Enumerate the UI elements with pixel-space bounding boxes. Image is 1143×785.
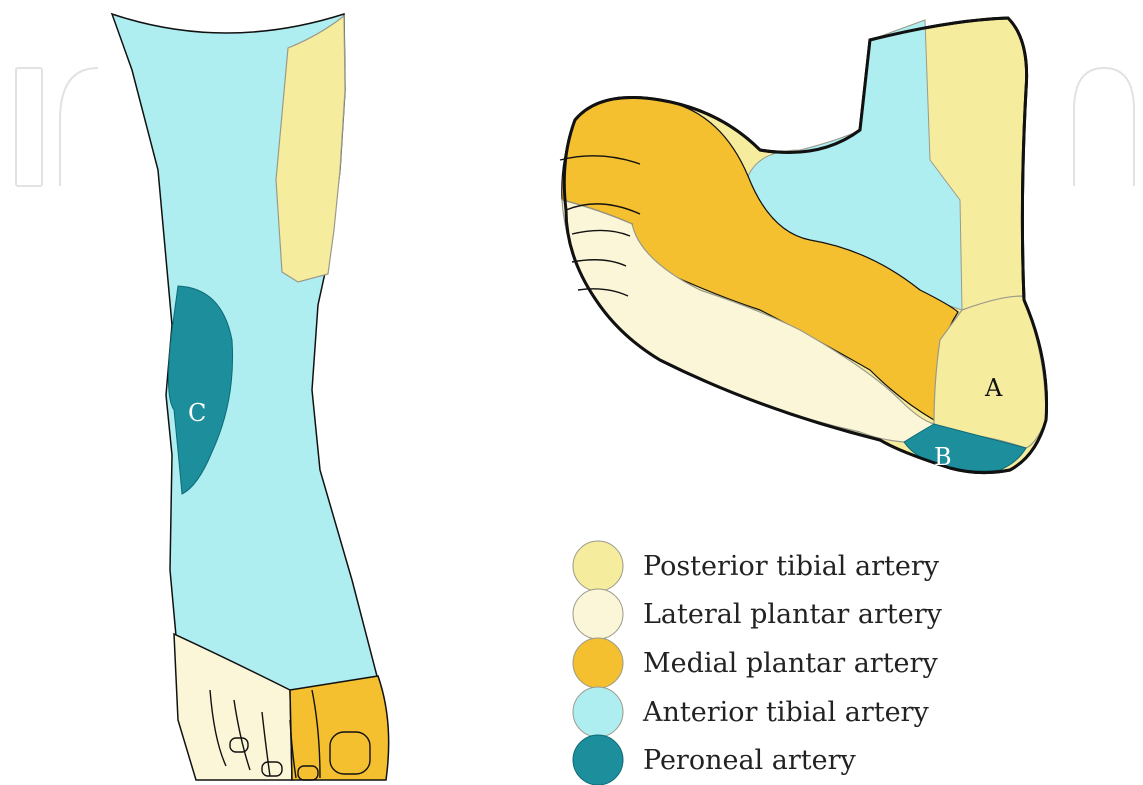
legend-label-peroneal: Peroneal artery [643,745,857,776]
legend-swatch-posterior-tibial [573,541,623,591]
legend-swatch-anterior-tibial [573,687,623,737]
legend-swatch-lateral-plantar [573,589,623,639]
label-a: A [984,374,1003,402]
legend-item-peroneal: Peroneal artery [573,735,857,785]
plantar-view: A B [560,18,1047,473]
legend-item-anterior-tibial: Anterior tibial artery [573,687,929,737]
legend-item-lateral-plantar: Lateral plantar artery [573,589,943,639]
legend-label-medial-plantar: Medial plantar artery [643,648,938,679]
label-b: B [934,443,952,471]
legend: Posterior tibial artery Lateral plantar … [573,541,943,785]
legend-swatch-medial-plantar [573,638,623,688]
legend-label-anterior-tibial: Anterior tibial artery [642,697,929,728]
region-medial-plantar-bigtoe [290,676,389,780]
legend-item-posterior-tibial: Posterior tibial artery [573,541,940,591]
legend-label-lateral-plantar: Lateral plantar artery [643,599,943,630]
dorsal-view: C [112,14,389,780]
legend-item-medial-plantar: Medial plantar artery [573,638,938,688]
legend-label-posterior-tibial: Posterior tibial artery [643,551,940,582]
legend-swatch-peroneal [573,735,623,785]
label-c: C [188,399,206,427]
